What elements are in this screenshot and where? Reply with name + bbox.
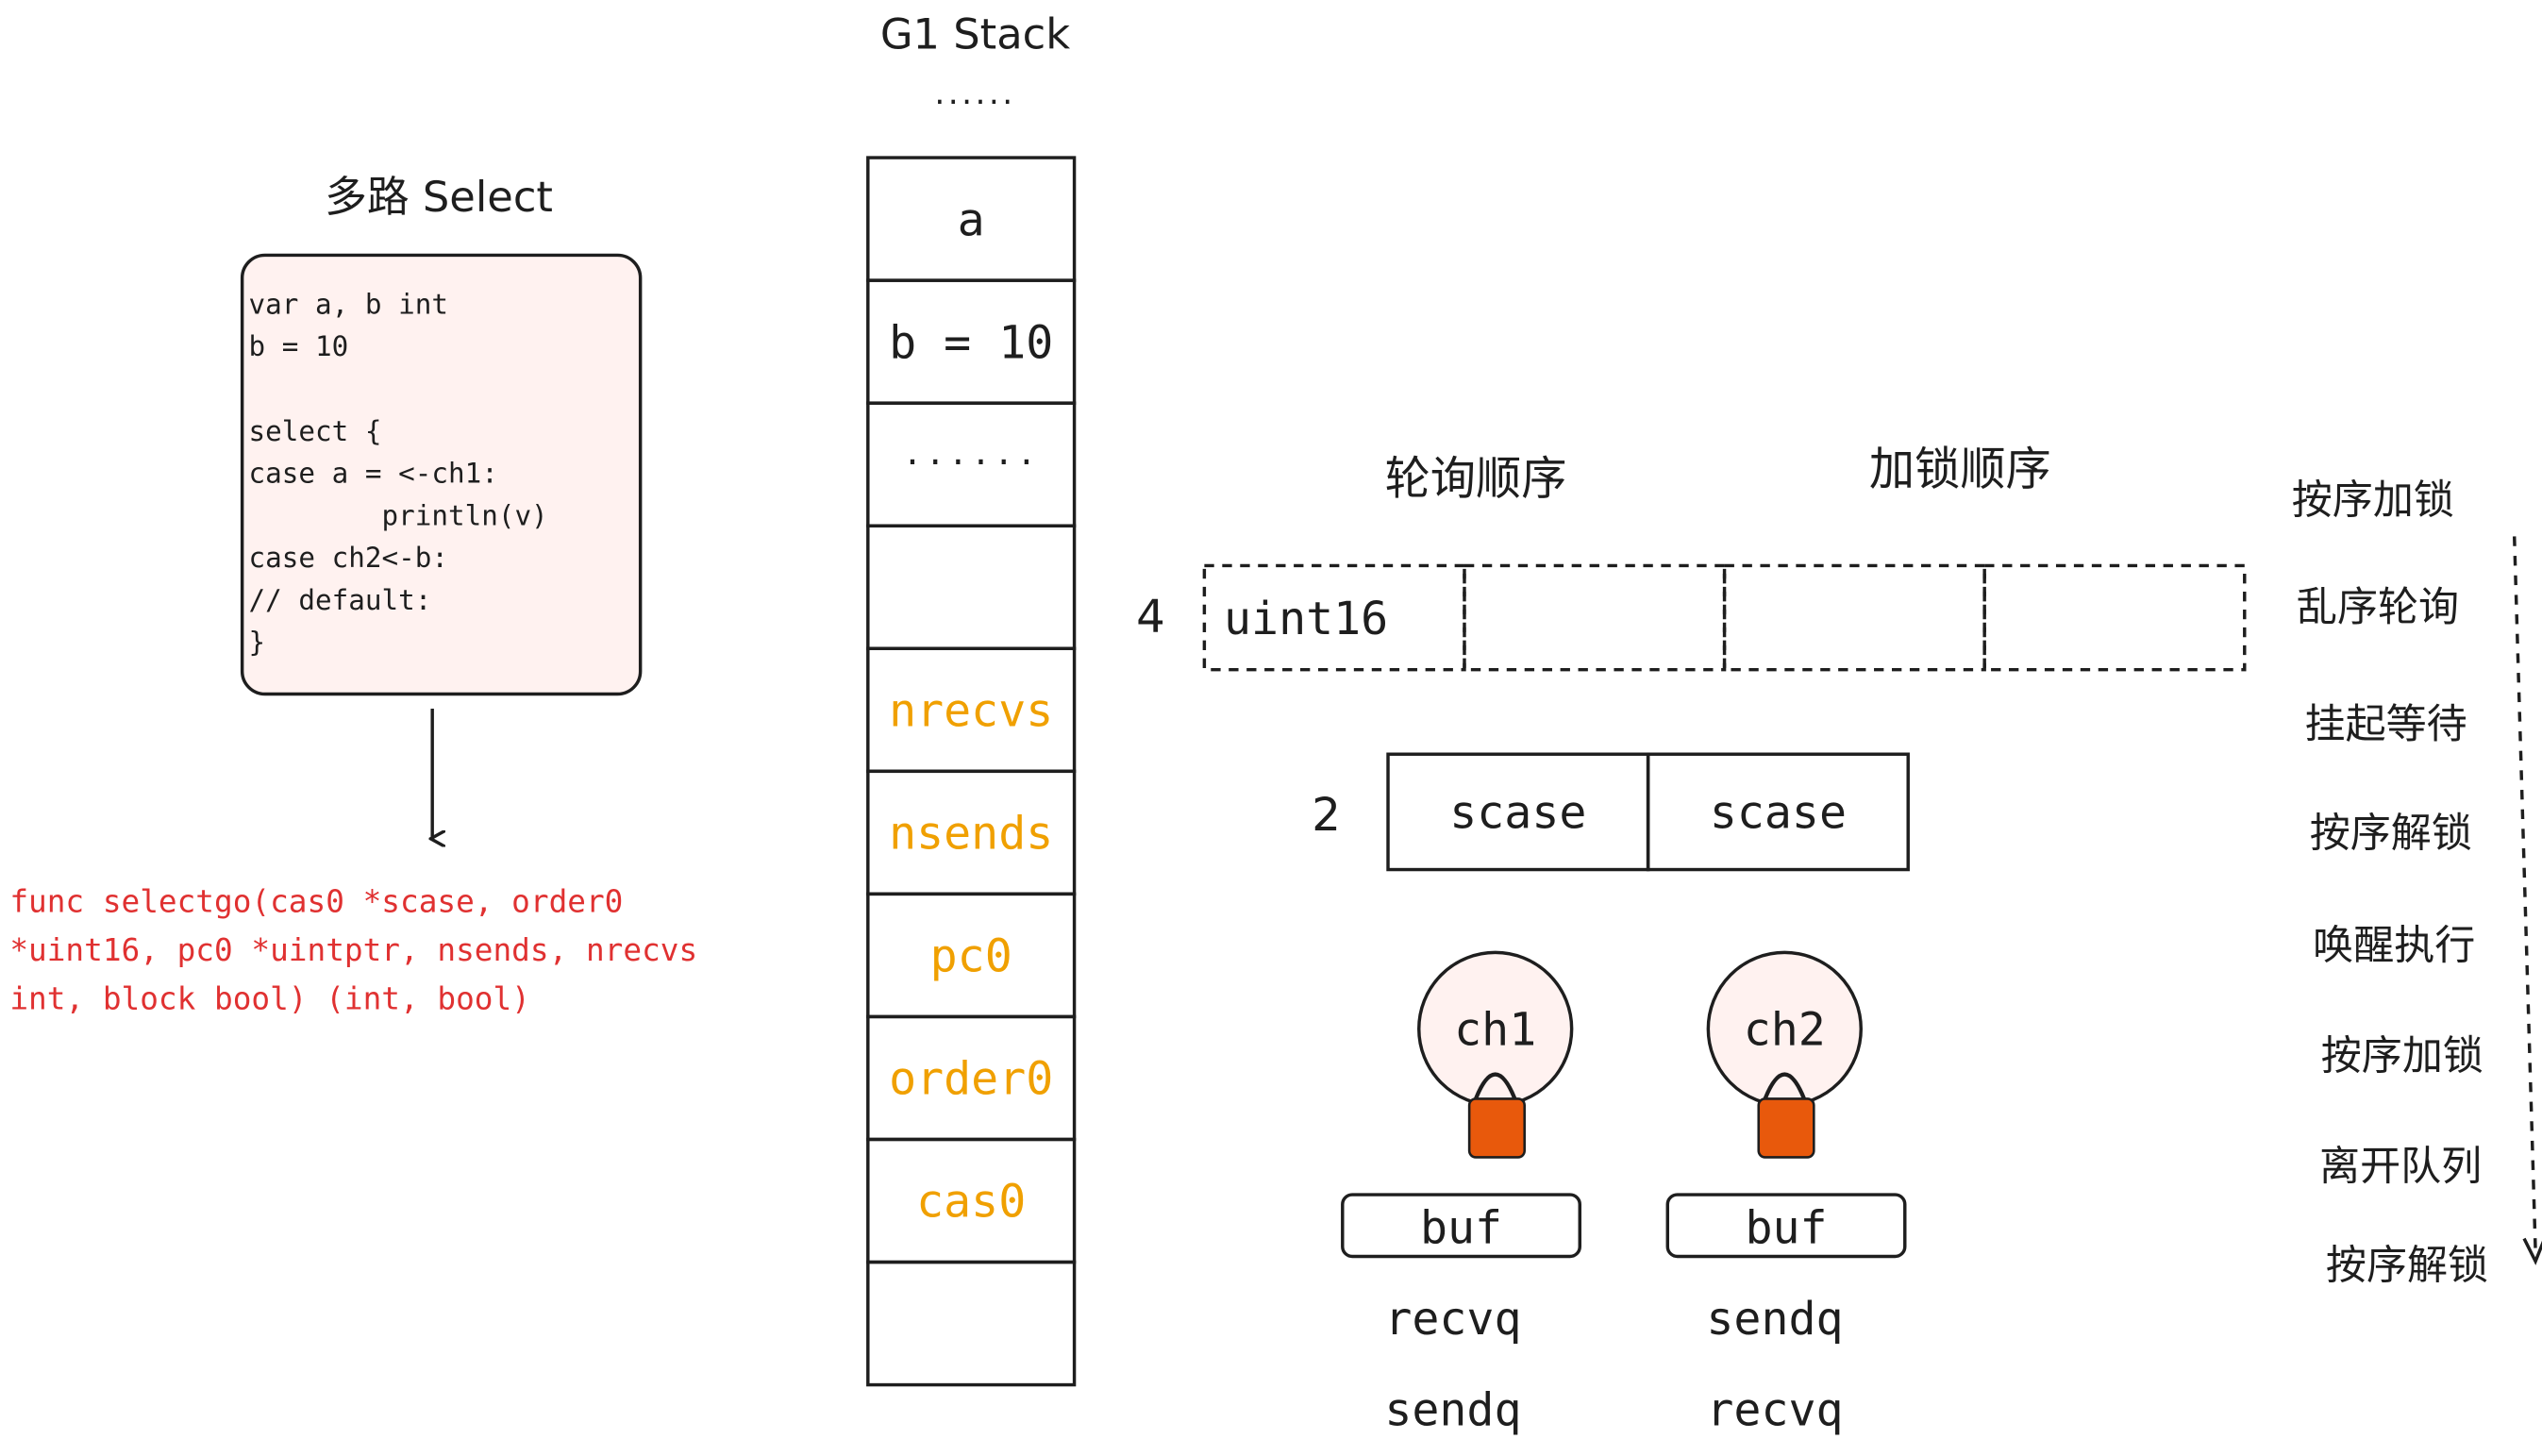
scase-cell-label: scase [1710, 787, 1847, 840]
channel-name: ch2 [1744, 1004, 1826, 1057]
code-line: case ch2<-b: [249, 542, 448, 574]
step-label: 挂起等待 [2305, 701, 2467, 748]
buf-label: buf [1745, 1202, 1827, 1255]
func-line: *uint16, pc0 *uintptr, nsends, nrecvs [9, 932, 697, 968]
step-label: 按序加锁 [2321, 1032, 2483, 1079]
stack-title: G1 Stack [880, 9, 1070, 59]
order-cell [1722, 563, 1986, 672]
stack-cell-label: nrecvs [889, 685, 1053, 738]
stack-cell-label: nsends [889, 808, 1053, 861]
order-array-count: 4 [1136, 591, 1165, 644]
lock-order-header: 加锁顺序 [1869, 443, 2051, 495]
select-title: 多路 Select [325, 172, 553, 222]
code-line: var a, b int [249, 288, 448, 320]
queue-label: sendq [1706, 1293, 1843, 1346]
select-section: 多路 Select var a, b int b = 10 select { case… [9, 172, 697, 1017]
order-array-section: 轮询顺序 加锁顺序 4 uint16 [1136, 443, 2247, 672]
code-line: // default: [249, 584, 432, 616]
poll-order-header: 轮询顺序 [1385, 453, 1567, 506]
lock-shackle-icon [1763, 1072, 1806, 1100]
step-label: 唤醒执行 [2313, 922, 2475, 969]
order-cell-label: uint16 [1224, 593, 1388, 645]
code-box [240, 253, 643, 696]
queue-label: sendq [1384, 1384, 1521, 1437]
stack-cell-label: a [958, 193, 985, 246]
scase-array-count: 2 [1312, 789, 1341, 842]
func-signature: func selectgo(cas0 *scase, order0 *uint16… [9, 883, 697, 1016]
order-cell [1202, 563, 1466, 672]
stack-section: G1 Stack ...... a b = 10...... nrecvs nsend… [866, 9, 1077, 1387]
stack-cell-label: ...... [903, 435, 1040, 473]
step-label: 按序解锁 [2310, 810, 2472, 857]
step-label: 按序解锁 [2326, 1243, 2488, 1290]
stack-cell-label: order0 [889, 1053, 1053, 1106]
buf-box [1341, 1193, 1581, 1259]
code-line: b = 10 [249, 330, 349, 362]
buf-box [1665, 1193, 1907, 1259]
step-label: 离开队列 [2319, 1144, 2482, 1191]
channel-name: ch1 [1454, 1004, 1536, 1057]
stack-cell-label: cas0 [916, 1176, 1026, 1229]
steps-arrow [2512, 536, 2537, 1252]
order-cells: uint16 [1202, 563, 2247, 672]
scase-cells: scase scase [1386, 752, 1910, 872]
code-line: println(v) [249, 499, 548, 531]
step-label: 按序加锁 [2292, 477, 2454, 524]
func-line: int, block bool) (int, bool) [9, 981, 530, 1017]
lock-shackle-icon [1474, 1072, 1517, 1100]
scase-cell-label: scase [1449, 787, 1586, 840]
stack-top-dots: ...... [934, 75, 1015, 112]
lock-icon [1757, 1097, 1815, 1159]
steps-arrow-head [2522, 1237, 2542, 1265]
step-label: 乱序轮询 [2297, 584, 2459, 631]
stack-cell-label: pc0 [930, 930, 1012, 983]
scase-cell [1646, 752, 1910, 872]
stack-cell [866, 1260, 1077, 1387]
code-line: case a = <-ch1: [249, 458, 498, 490]
stack-cells: a b = 10...... nrecvs nsends pc0 order0 cas0 [866, 156, 1077, 1387]
lock-icon [1467, 1097, 1526, 1159]
code-line: } [249, 627, 266, 659]
channel-ch2: ch2 buf sendq recvq [1665, 950, 1907, 1437]
stack-cell-label: b = 10 [889, 316, 1053, 369]
scase-array-section: 2 scase scase [1312, 752, 1910, 872]
func-line: func selectgo(cas0 *scase, order0 [9, 883, 623, 919]
channel-ch1: ch1 buf recvq sendq [1341, 950, 1581, 1437]
order-cell [1463, 563, 1727, 672]
order-cell [1982, 563, 2247, 672]
queue-label: recvq [1384, 1293, 1521, 1346]
code-line: select { [249, 415, 382, 447]
code-lines: var a, b int b = 10 select { case a = <-ch1… [249, 288, 548, 658]
channels: ch1 buf recvq sendq ch2 buf sendq recvq [1341, 950, 1907, 1437]
buf-label: buf [1420, 1202, 1502, 1255]
stack-cell [866, 524, 1077, 650]
queue-label: recvq [1706, 1384, 1843, 1437]
